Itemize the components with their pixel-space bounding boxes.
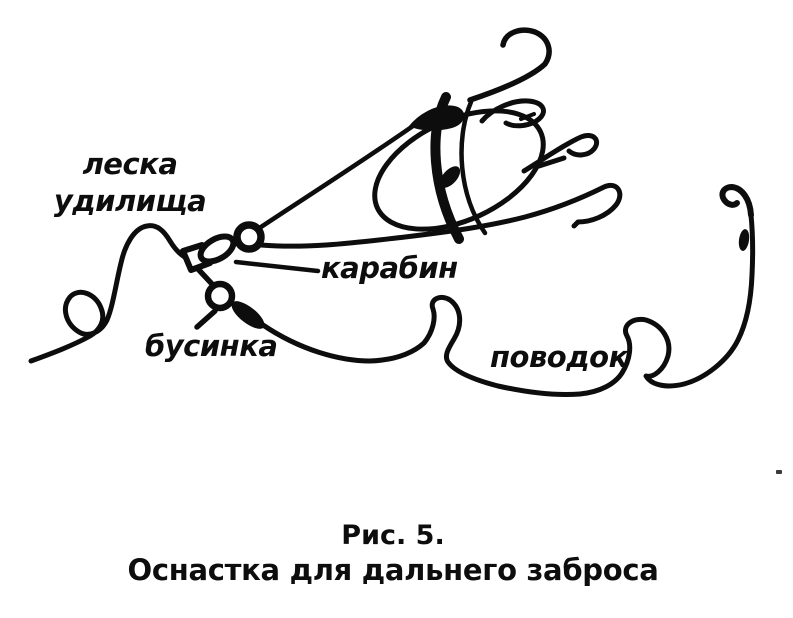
bait-band-light xyxy=(459,99,488,236)
hook-2-point xyxy=(519,112,536,121)
leader-end-hook xyxy=(719,184,754,218)
hook-1 xyxy=(467,27,552,103)
line-band-junction-wedge xyxy=(409,105,465,131)
bead-label: бусинка xyxy=(145,329,278,363)
rod-line-path xyxy=(28,223,193,364)
band-knot xyxy=(439,166,461,188)
rod-line-label-word1: леска xyxy=(82,147,178,181)
hook-3 xyxy=(521,133,600,174)
bead-pointer-line xyxy=(194,308,218,330)
figure-caption-number: Рис. 5. xyxy=(341,520,445,551)
carabiner-ring xyxy=(233,221,265,253)
leader-label: поводок xyxy=(490,340,628,374)
line-to-bait-lower-hook4 xyxy=(258,183,623,249)
hook-3-point xyxy=(536,155,567,169)
leader-line-bump xyxy=(738,229,750,251)
rod-line-label: леска удилища xyxy=(53,146,207,220)
rod-line-label-word2: удилища xyxy=(53,184,207,218)
hook-2 xyxy=(479,98,546,129)
scan-speck xyxy=(776,470,782,474)
leader-line-path xyxy=(260,212,756,398)
leader-knot-weight xyxy=(231,301,265,329)
bead-link xyxy=(195,266,215,287)
figure-caption-title: Оснастка для дальнего заброса xyxy=(127,553,659,587)
carabiner-label: карабин xyxy=(321,251,458,285)
line-to-bait-upper xyxy=(255,111,433,232)
barrel-swivel xyxy=(197,233,237,265)
bead-shape xyxy=(204,280,236,312)
carabiner-pointer-line xyxy=(233,259,321,274)
